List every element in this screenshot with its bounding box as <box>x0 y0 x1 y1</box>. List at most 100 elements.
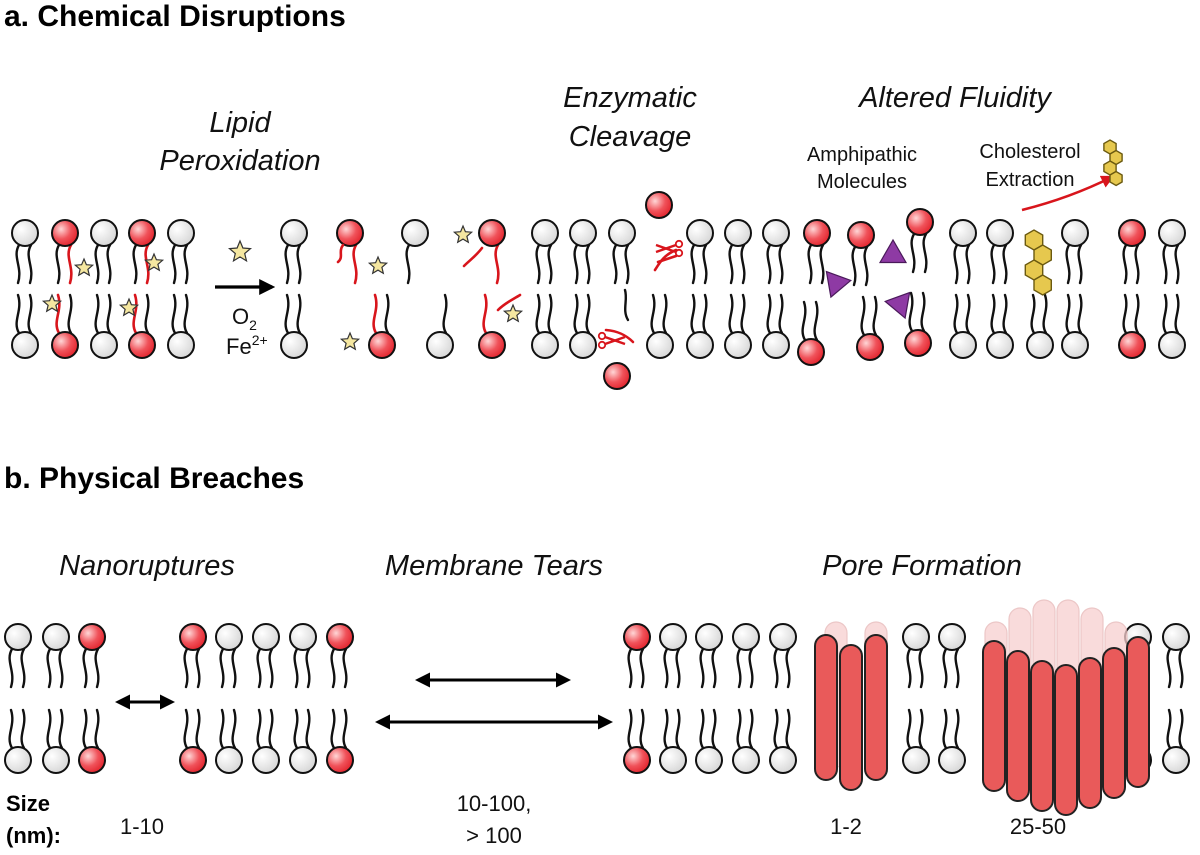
pore-subunit <box>839 644 863 791</box>
lipid-head <box>167 331 195 359</box>
lipid-tails <box>1030 293 1048 335</box>
lipid-tails <box>851 245 869 287</box>
lipid-tails <box>46 647 64 689</box>
pore-subunit <box>1078 657 1102 809</box>
section-a-title: a. Chemical Disruptions <box>4 0 346 33</box>
lipid-head-red <box>904 329 932 357</box>
lipid-tails <box>219 647 237 689</box>
lipid-head-red <box>51 219 79 247</box>
lipid-head <box>401 219 429 247</box>
lipid-tails <box>482 293 488 335</box>
lipid-tails <box>1122 293 1140 335</box>
section-b-title: b. Physical Breaches <box>4 462 304 495</box>
lipid-tails <box>82 647 100 689</box>
radical-star-icon <box>227 239 253 263</box>
lipid-head <box>11 219 39 247</box>
lipid-head <box>686 331 714 359</box>
lipid-tails <box>906 708 924 750</box>
size-nanoruptures: 1-10 <box>120 814 164 839</box>
pore-subunit <box>1102 647 1126 799</box>
lipid-tails <box>171 293 189 335</box>
pore-subunit <box>864 634 888 781</box>
lipid-head <box>724 219 752 247</box>
lipid-head-red <box>797 338 825 366</box>
radical-star-icon <box>452 224 474 244</box>
lipid-tails <box>284 293 302 335</box>
cholesterol-extracted-icon <box>1103 139 1123 187</box>
lipid-tails <box>627 647 645 689</box>
membrane-tears-label: Membrane Tears <box>385 550 603 582</box>
lipid-tails <box>573 243 591 285</box>
lipid-tails <box>906 647 924 689</box>
lipid-head-red <box>179 623 207 651</box>
lipid-head <box>4 746 32 774</box>
lipid-tails <box>942 708 960 750</box>
lipid-head-red <box>1118 331 1146 359</box>
lipid-tails <box>1162 243 1180 285</box>
lipid-head-red <box>326 623 354 651</box>
lipid-head <box>426 331 454 359</box>
scissors-icon <box>597 331 626 350</box>
cholesterol-extraction-arrow <box>1021 175 1115 212</box>
lipid-head <box>949 331 977 359</box>
lipid-head <box>11 331 39 359</box>
lipid-tails <box>728 293 746 335</box>
lipid-head <box>986 219 1014 247</box>
lipid-head-red <box>1118 219 1146 247</box>
pore-subunit <box>1006 650 1030 802</box>
lipid-tails <box>132 293 150 335</box>
lipid-head-red <box>51 331 79 359</box>
lipid-head <box>608 219 636 247</box>
radical-star-icon <box>41 293 63 313</box>
altered-fluidity-label: Altered Fluidity <box>857 82 1052 114</box>
lipid-head-red <box>623 746 651 774</box>
lipid-head <box>1158 219 1186 247</box>
lipid-head <box>686 219 714 247</box>
lipid-head <box>902 623 930 651</box>
lipid-head <box>90 219 118 247</box>
amphipathic-molecule-icon <box>884 291 911 320</box>
lipid-head-red <box>856 333 884 361</box>
lipid-head <box>4 623 32 651</box>
lipid-tails <box>699 647 717 689</box>
lipid-tails <box>352 243 358 285</box>
lipid-tails <box>82 708 100 750</box>
scissors-icon <box>655 239 684 258</box>
lipid-tails <box>183 647 201 689</box>
pore-subunit <box>1030 660 1054 812</box>
lipid-head <box>1026 331 1054 359</box>
lipid-head-red <box>803 219 831 247</box>
lipid-tails <box>293 647 311 689</box>
amphipathic-label-2: Molecules <box>817 171 907 193</box>
radical-star-icon <box>339 331 361 351</box>
lipid-head <box>769 746 797 774</box>
enzymatic-cleavage-label-2: Cleavage <box>569 121 692 153</box>
lipid-head <box>1162 746 1190 774</box>
lipid-head <box>695 623 723 651</box>
pore-subunit <box>1054 664 1078 816</box>
lipid-head <box>42 623 70 651</box>
lipid-head-red <box>128 331 156 359</box>
lipid-tails <box>728 243 746 285</box>
size-pore-large: 25-50 <box>1010 814 1066 839</box>
lipid-tails <box>405 243 411 285</box>
lipid-tails <box>284 243 302 285</box>
lipid-tails <box>1122 243 1140 285</box>
lipid-tails <box>15 243 33 285</box>
lipid-tails <box>256 708 274 750</box>
lipid-tails <box>15 293 33 335</box>
lipid-head <box>769 623 797 651</box>
cholesterol-in-membrane-icon <box>1024 229 1053 296</box>
lipid-head-red <box>179 746 207 774</box>
lipid-head <box>1061 331 1089 359</box>
lipid-tails <box>766 243 784 285</box>
lipid-tails <box>910 232 928 274</box>
lipid-tails <box>94 243 112 285</box>
lipid-tails <box>953 293 971 335</box>
lipid-head <box>762 219 790 247</box>
lipid-head <box>732 746 760 774</box>
lipid-head <box>42 746 70 774</box>
lipid-head <box>938 623 966 651</box>
lipid-head-red <box>368 331 396 359</box>
